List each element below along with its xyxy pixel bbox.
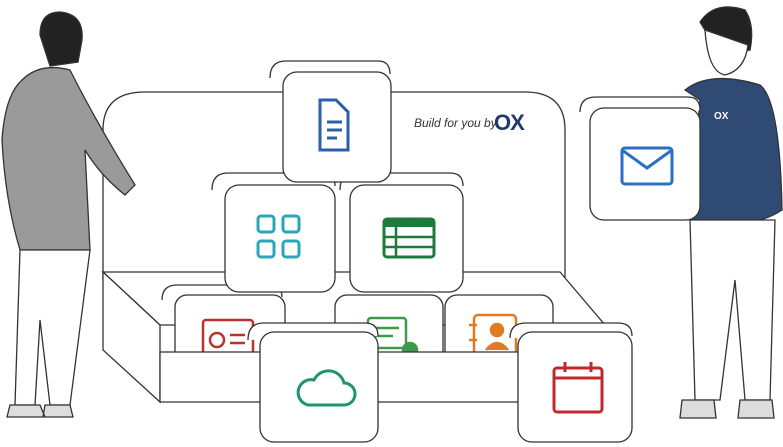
spreadsheet-icon [382,217,436,259]
cube-spreadsheet [339,172,464,293]
tagline: Build for you by [414,116,497,130]
cube-apps [211,172,336,293]
cube-cloud [247,322,379,443]
cube-mail [579,96,701,221]
document-icon [318,98,350,152]
person-left [1,11,136,418]
apps-grid-icon [256,214,301,259]
cube-calendar [509,322,633,443]
brand-logo: OX [494,110,525,135]
shirt-logo: OX [714,111,729,122]
hair [39,11,83,67]
person-right [679,6,783,419]
calendar-icon [552,362,604,414]
cube-document [269,60,392,183]
cloud-icon [296,369,357,407]
notes-icon [366,316,419,359]
mail-icon [620,146,674,186]
